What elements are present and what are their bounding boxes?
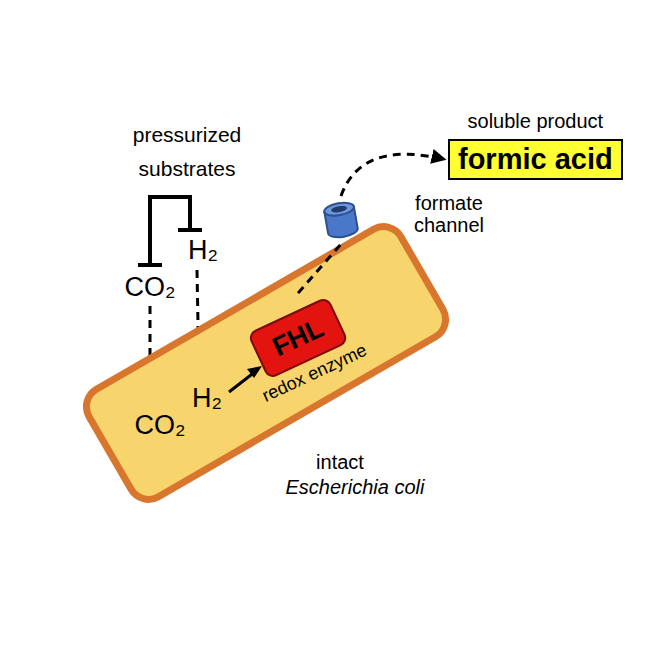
product-heading: soluble product [468, 110, 604, 133]
transport-connector [341, 154, 445, 196]
gas-label: CO₂ [125, 272, 176, 303]
cell-node: CO₂H₂intactEscherichia coliFHLredox enzy… [66, 206, 466, 521]
channel-cylinder [321, 199, 361, 241]
substrate-label: pressurized substrates [117, 118, 257, 186]
cell-label: intact [316, 451, 364, 474]
gas-label: CO₂ [135, 410, 186, 441]
enzyme-name: FHL [268, 313, 329, 363]
transport-connector [298, 244, 341, 293]
gas-label: H₂ [188, 235, 218, 266]
reaction-arrowhead [247, 366, 262, 378]
channel-label: formate channel [408, 192, 490, 236]
gas-label: H₂ [192, 383, 222, 414]
organism-name: Escherichia coli [286, 476, 425, 499]
product-name: formic acid [458, 143, 613, 176]
product-box: soluble product formic acid [448, 110, 623, 180]
product-fill: formic acid [448, 139, 623, 180]
